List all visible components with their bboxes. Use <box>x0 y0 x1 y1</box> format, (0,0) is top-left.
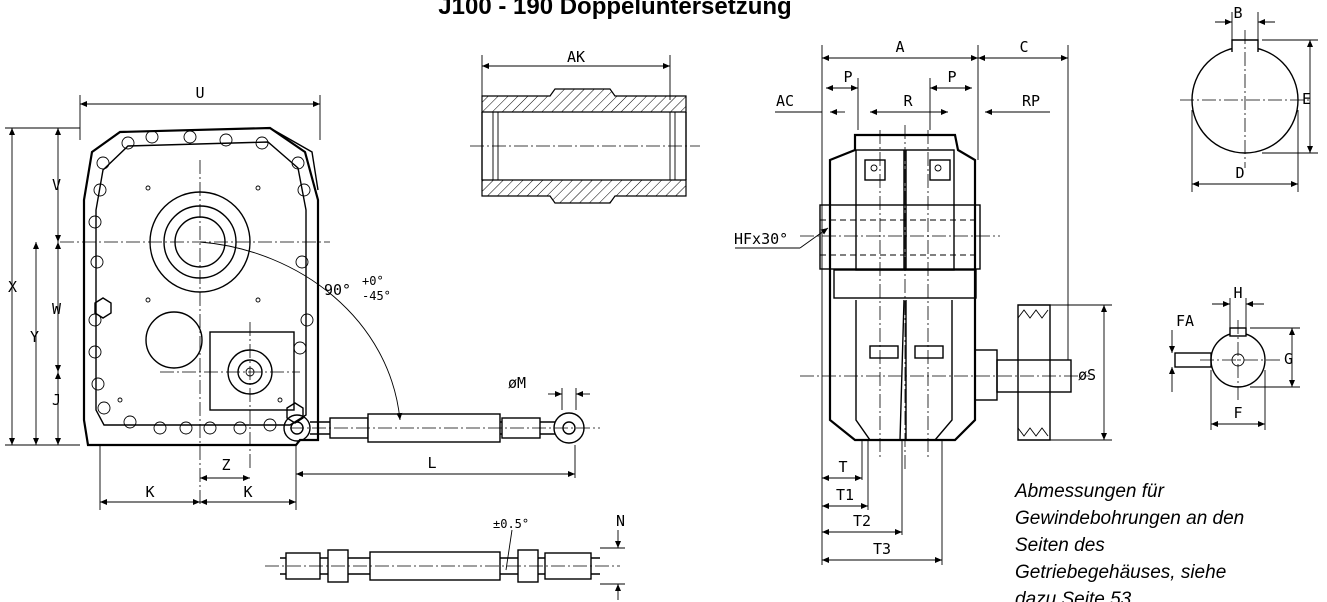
dim-label-K-left: K <box>145 483 154 501</box>
dim-label-L: L <box>427 454 436 472</box>
dimension-labels: U X V W Y J Z L K K øM N AK A C P P R AC… <box>8 4 1311 558</box>
angle-tolerance-plus: +0° <box>362 274 384 288</box>
dim-label-V: V <box>52 176 61 194</box>
dim-label-T: T <box>838 458 847 476</box>
dim-label-E: E <box>1302 90 1311 108</box>
dim-label-T3: T3 <box>873 540 891 558</box>
dim-label-K-right: K <box>243 483 252 501</box>
dim-label-Z: Z <box>221 456 230 474</box>
dim-label-HF: HFx30° <box>734 230 788 248</box>
dim-label-S: øS <box>1078 366 1096 384</box>
dim-label-F: F <box>1233 404 1242 422</box>
input-shaft-key-detail <box>1169 298 1300 430</box>
dim-label-R: R <box>903 92 913 110</box>
note-line-3: Seiten des <box>1015 535 1105 556</box>
note-line-2: Gewindebohrungen an den <box>1015 508 1244 529</box>
dim-label-N: N <box>616 512 625 530</box>
dim-label-FA: FA <box>1176 312 1194 330</box>
note-line-4: Getriebegehäuses, siehe <box>1015 562 1226 583</box>
dim-label-M: øM <box>508 374 526 392</box>
dim-label-Y: Y <box>30 328 39 346</box>
gearbox-side-view <box>800 125 1090 470</box>
dim-label-C: C <box>1019 38 1028 56</box>
tolerance-label: ±0.5° <box>493 517 529 531</box>
gearbox-front-view <box>60 126 330 505</box>
dim-label-AK: AK <box>567 48 585 66</box>
dim-label-P-left: P <box>843 68 852 86</box>
hollow-shaft-section <box>470 55 700 204</box>
side-view-dimensions <box>735 45 1112 565</box>
angle-value: 90° <box>324 281 351 299</box>
dim-label-RP: RP <box>1022 92 1040 110</box>
front-view-dimensions <box>5 95 590 510</box>
dim-label-G: G <box>1284 350 1293 368</box>
angle-tolerance-minus: -45° <box>362 289 391 303</box>
dim-label-T2: T2 <box>853 512 871 530</box>
dim-label-A: A <box>895 38 904 56</box>
drawing-title: J100 - 190 Doppeluntersetzung <box>438 0 791 20</box>
dim-label-W: W <box>52 300 62 318</box>
torque-arm-side-view <box>265 529 625 600</box>
dim-label-AC: AC <box>776 92 794 110</box>
torque-arm <box>290 412 600 444</box>
dim-label-J: J <box>52 391 61 409</box>
dim-label-D: D <box>1235 164 1244 182</box>
note-line-5: dazu Seite 53 <box>1015 589 1132 602</box>
thread-holes-note: Abmessungen für Gewindebohrungen an den … <box>1014 481 1244 602</box>
angle-labels: 90° +0° -45° ±0.5° <box>324 274 529 531</box>
dim-label-X: X <box>8 278 17 296</box>
dim-label-T1: T1 <box>836 486 854 504</box>
dim-label-B: B <box>1233 4 1242 22</box>
dim-label-U: U <box>195 84 204 102</box>
note-line-1: Abmessungen für <box>1014 481 1165 502</box>
dim-label-P-right: P <box>947 68 956 86</box>
hollow-shaft-keyway-detail <box>1180 12 1318 192</box>
dim-label-H: H <box>1233 284 1242 302</box>
